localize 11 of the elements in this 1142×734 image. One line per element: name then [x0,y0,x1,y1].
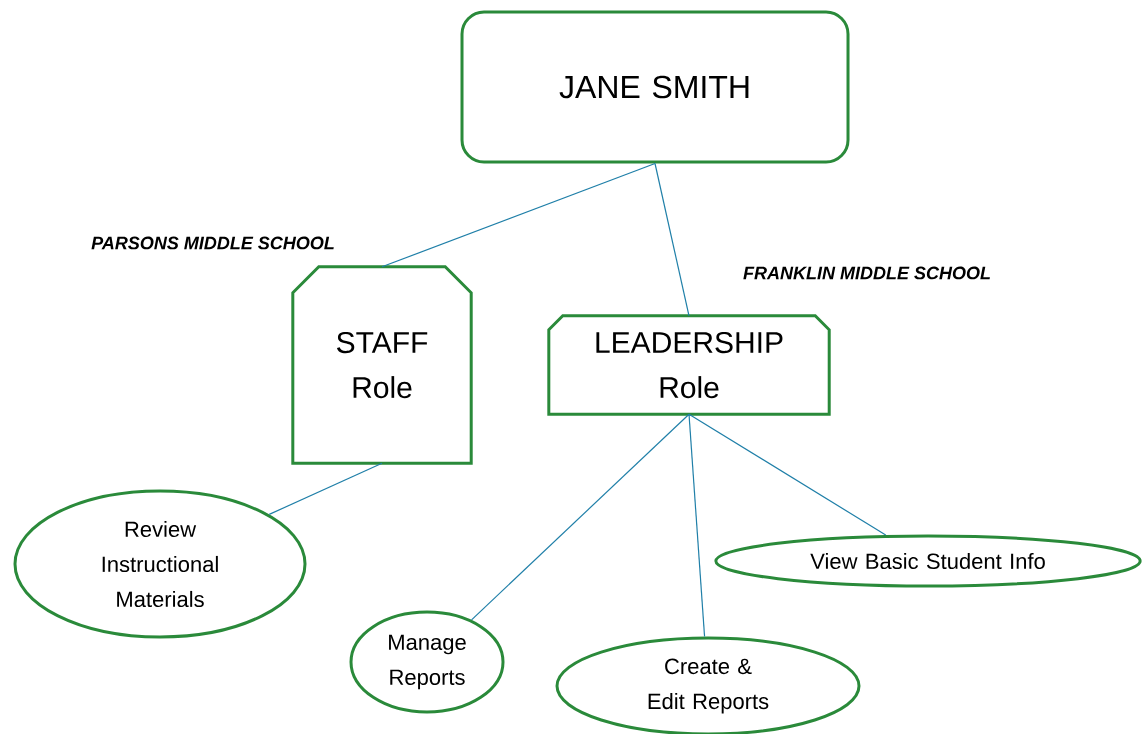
connector-line [688,413,706,638]
connector-line [688,413,887,536]
connector-line [268,462,383,515]
school-label: PARSONS MIDDLE SCHOOL [91,236,334,250]
school-label: FRANKLIN MIDDLE SCHOOL [743,266,990,280]
connector-line [470,413,690,621]
role-box: STAFF Role [291,265,473,465]
connector-line [654,162,690,317]
role-box: LEADERSHIP Role [547,314,831,416]
name-box: JANE SMITH [460,10,850,164]
connector-line [381,162,656,268]
